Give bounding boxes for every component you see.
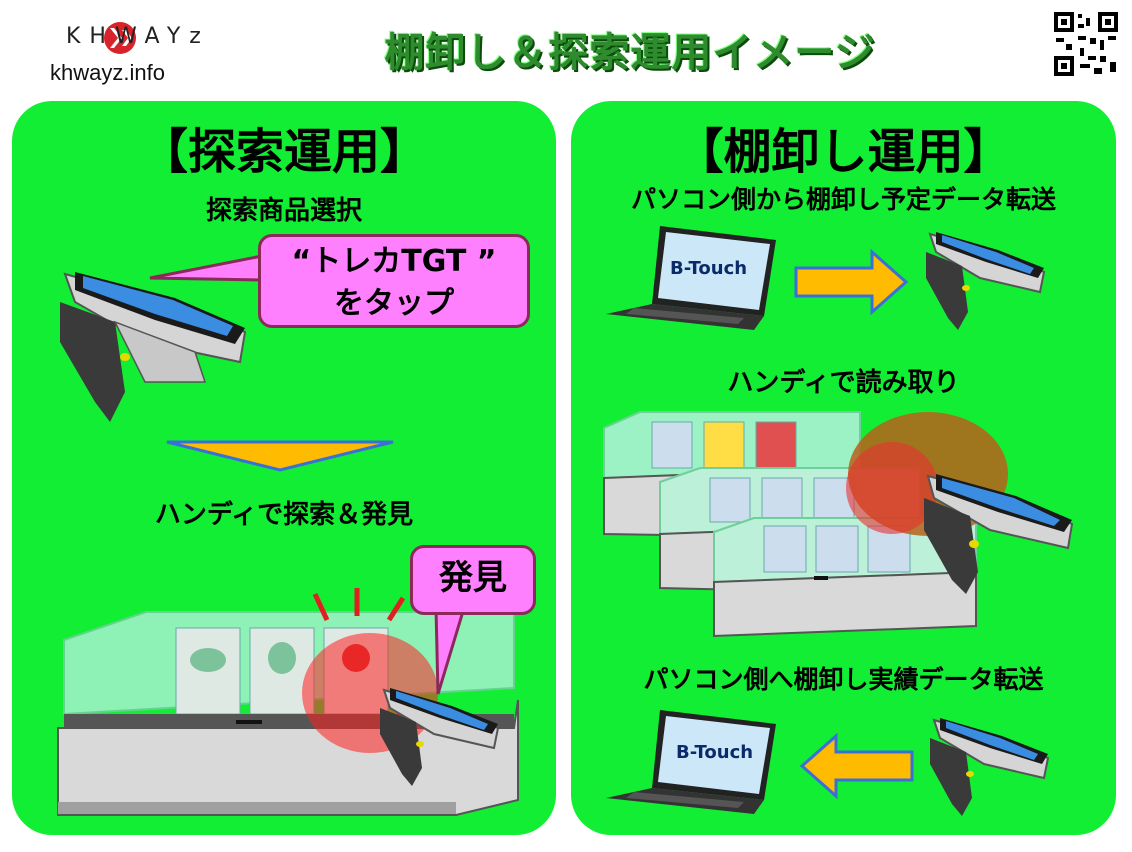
brand-url[interactable]: khwayz.info	[50, 60, 165, 85]
step-search-and-find: ハンディで探索＆発見	[154, 500, 414, 530]
khwayz-logo	[104, 22, 136, 54]
laptop-image-2	[606, 710, 776, 814]
step-transfer-planned-data: パソコン側から棚卸し予定データ転送	[630, 185, 1056, 214]
handheld-scanner-image-2	[380, 688, 500, 786]
handheld-scanner-image	[60, 272, 247, 422]
found-bubble: 発見	[410, 545, 536, 615]
down-arrow-icon	[166, 440, 394, 472]
right-arrow-icon	[794, 248, 909, 316]
found-bubble-tail	[434, 606, 467, 695]
laptop-image	[606, 226, 776, 330]
step-read-with-handheld: ハンディで読み取り	[727, 368, 960, 398]
handheld-scanner-image-5	[930, 718, 1050, 816]
brand-name: KHWAYz	[66, 24, 210, 49]
search-operation-heading: 【探索運用】	[139, 124, 428, 180]
bubble-line-1: “トレカTGT ”	[291, 244, 497, 279]
tap-instruction-bubble: “トレカTGT ” をタップ	[258, 234, 530, 328]
speech-bubble-tail	[149, 254, 264, 282]
laptop-app-label: B-Touch	[670, 258, 748, 279]
step-select-item: 探索商品選択	[205, 196, 362, 226]
laptop-app-label-2: B-Touch	[676, 742, 754, 763]
page-title: 棚卸し＆探索運用イメージ	[384, 30, 876, 76]
qr-code-icon[interactable]	[1052, 10, 1120, 78]
left-arrow-icon	[799, 732, 914, 800]
found-alert-lines	[312, 588, 406, 622]
handheld-scanner-image-4	[924, 474, 1074, 594]
step-transfer-result-data: パソコン側へ棚卸し実績データ転送	[643, 665, 1044, 694]
bubble-line-2: をタップ	[334, 286, 454, 321]
inventory-operation-heading: 【棚卸し運用】	[675, 124, 1012, 180]
handheld-scanner-image-3	[926, 232, 1046, 330]
